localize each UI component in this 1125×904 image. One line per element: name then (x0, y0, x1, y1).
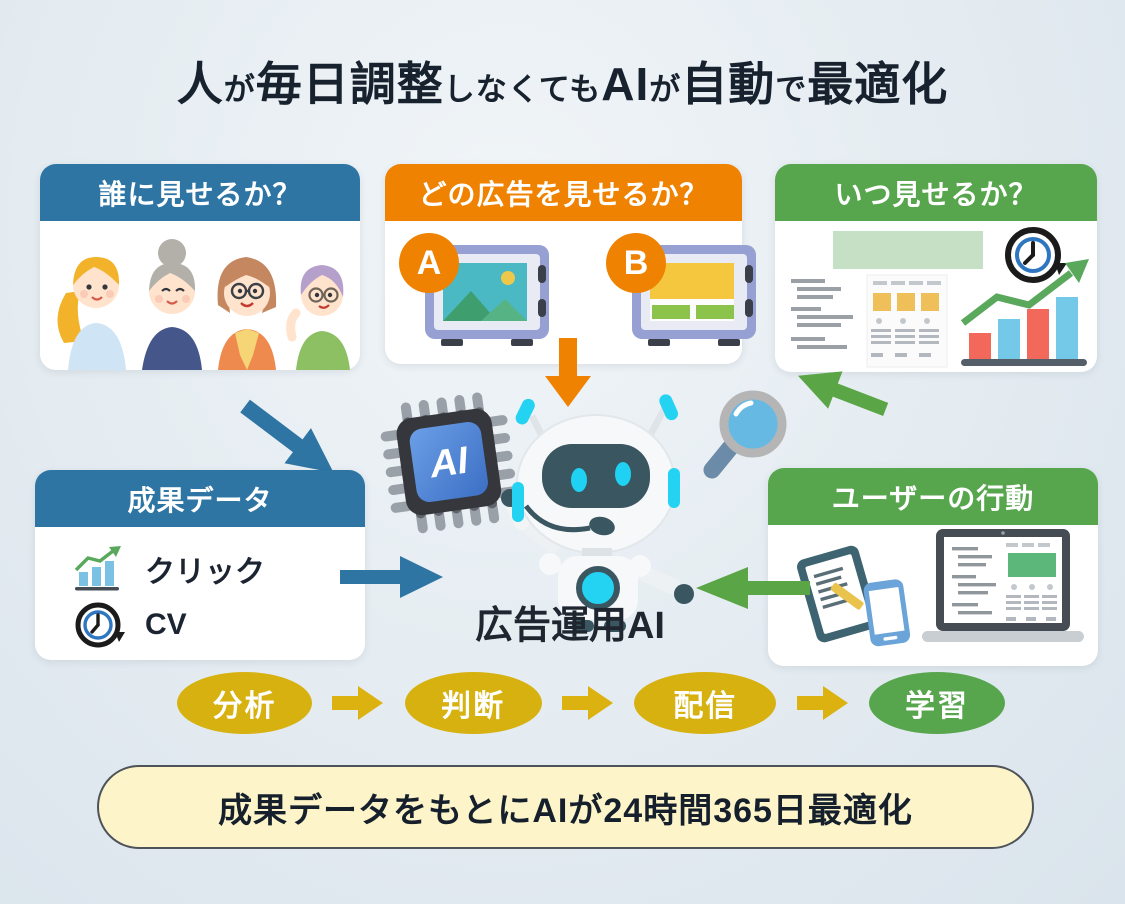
card-who-body (40, 221, 360, 370)
page-title: 人が毎日調整しなくてもAIが自動で最適化 (0, 48, 1125, 114)
card-performance-data: 成果データ クリック (35, 470, 365, 660)
devices-icons (768, 525, 1098, 666)
title-segment: 自動 (681, 58, 776, 110)
card-when-header: いつ見せるか？ (775, 164, 1097, 221)
card-who-header: 誰に見せるか？ (40, 164, 360, 221)
title-segment: が (223, 72, 256, 107)
arrow-diagonal-green-icon (790, 355, 894, 430)
bottom-banner: 成果データをもとにAIが24時間365日最適化 (97, 765, 1034, 849)
growth-chart-icon (73, 546, 125, 592)
schedule-report-chart-icon (775, 221, 1097, 372)
card-when-to-show: いつ見せるか？ (775, 164, 1097, 372)
title-segment: 毎日調整 (255, 58, 444, 110)
card-which-ad-header: どの広告を見せるか？ (385, 164, 742, 221)
performance-row-cv: CV (73, 597, 403, 653)
card-who-to-show: 誰に見せるか？ (40, 164, 360, 370)
card-user-behavior: ユーザーの行動 (768, 468, 1098, 666)
variant-a-badge: A (399, 233, 459, 293)
card-user-behavior-title: ユーザーの行動 (831, 482, 1035, 514)
variant-b-badge: B (606, 233, 666, 293)
flow-arrow-icon (332, 683, 384, 723)
ad-variant-b: B (606, 233, 764, 357)
card-which-ad-body: A B (385, 221, 790, 357)
ad-variant-a: A (399, 233, 557, 357)
arrow-diagonal-blue-icon (231, 387, 349, 493)
flow-step-analysis: 分析 (177, 672, 312, 734)
arrow-down-orange-icon (544, 338, 592, 408)
performance-row-click: クリック (73, 541, 403, 597)
title-segment: で (775, 72, 808, 107)
robot-caption: 広告運用AI (474, 605, 665, 647)
card-which-ad: どの広告を見せるか？ A (385, 164, 756, 364)
flow-process: 分析 判断 配信 学習 (177, 672, 1005, 734)
clock-refresh-icon (73, 600, 125, 650)
flow-arrow-icon (561, 683, 614, 723)
card-when-body (775, 221, 1097, 372)
card-who-title: 誰に見せるか？ (98, 178, 302, 210)
flow-step-learning: 学習 (868, 672, 1005, 734)
performance-label-cv: CV (145, 608, 187, 641)
title-segment: 最適化 (807, 58, 949, 110)
card-when-title: いつ見せるか？ (834, 178, 1038, 210)
title-segment: 人 (176, 58, 224, 110)
arrow-right-blue-icon (340, 554, 444, 600)
performance-label-click: クリック (145, 556, 265, 589)
audience-people-icon (40, 221, 360, 370)
flow-arrow-icon (796, 683, 849, 723)
card-which-ad-title: どの広告を見せるか？ (418, 178, 709, 210)
card-user-behavior-header: ユーザーの行動 (768, 468, 1098, 525)
ai-robot-icon (490, 394, 704, 638)
title-segment: AI (601, 58, 650, 110)
magnifier-icon (700, 384, 794, 486)
bottom-banner-text: 成果データをもとにAIが24時間365日最適化 (218, 791, 913, 830)
card-user-behavior-body (768, 525, 1098, 666)
chip-label-text: AI (426, 439, 472, 486)
card-performance-title: 成果データ (127, 484, 273, 516)
arrow-left-green-icon (696, 565, 810, 611)
title-segment: が (649, 72, 682, 107)
card-performance-body: クリック CV (35, 527, 403, 653)
flow-step-judgment: 判断 (404, 672, 542, 734)
title-segment: しなくても (443, 72, 602, 107)
flow-step-delivery: 配信 (634, 672, 777, 734)
card-performance-header: 成果データ (35, 470, 365, 527)
